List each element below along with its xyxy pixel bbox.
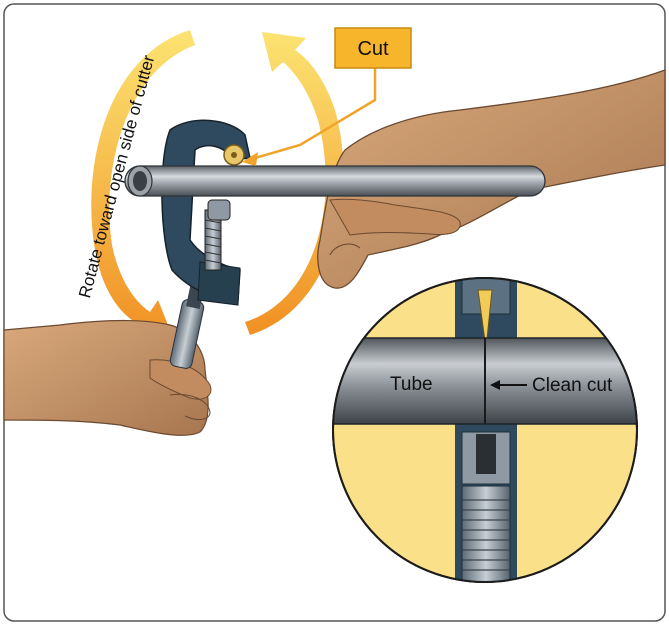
tube-label: Tube (390, 374, 433, 395)
clean-cut-label: Clean cut (532, 375, 613, 396)
rotation-arrow-left (91, 30, 195, 340)
tube-cutter (161, 119, 251, 306)
cut-leader-line (247, 57, 377, 162)
tube (124, 165, 546, 197)
cut-label: Cut (357, 38, 389, 60)
right-hand-fingers (329, 198, 461, 236)
inset-detail: Tube Clean cut (332, 277, 638, 583)
left-hand (3, 319, 212, 436)
cut-label-box: Cut (334, 27, 412, 69)
